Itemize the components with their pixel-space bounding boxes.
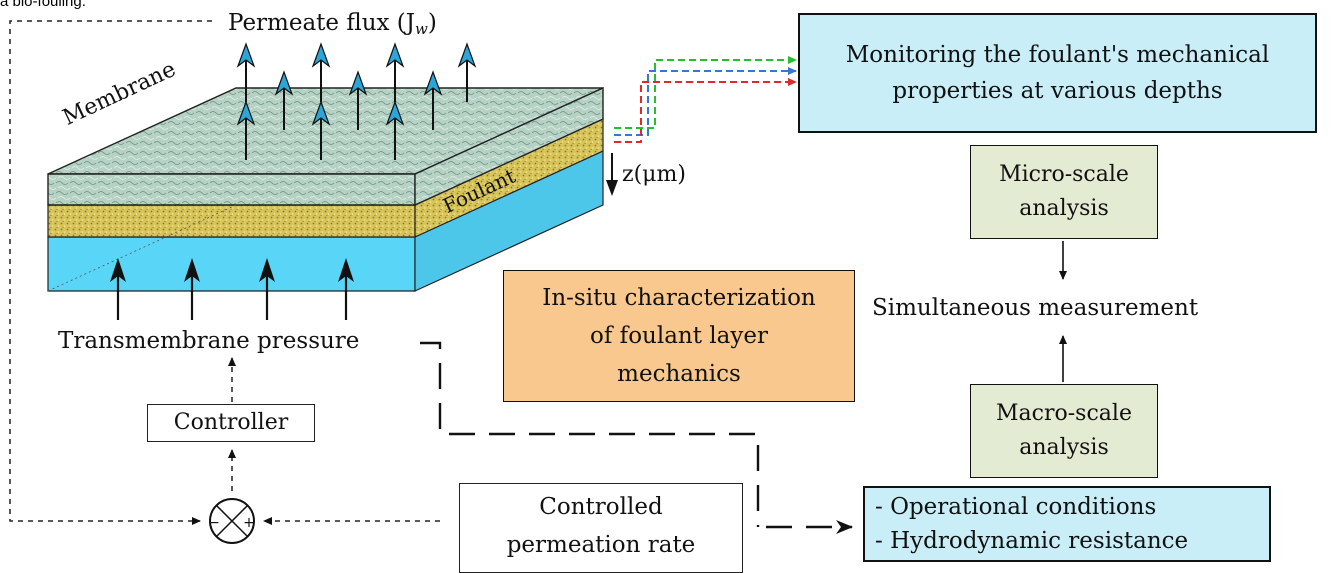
- monitoring-line-2: properties at various depths: [892, 78, 1223, 104]
- controlled-rate-box: Controlled permeation rate: [459, 483, 743, 573]
- macro-scale-line-1: Macro-scale: [996, 401, 1132, 426]
- pressure-arrows: [110, 258, 354, 320]
- macro-scale-line-2: analysis: [1019, 435, 1109, 460]
- controller-label: Controller: [173, 410, 289, 435]
- in-situ-box: In-situ characterization of foulant laye…: [503, 270, 855, 402]
- micro-scale-box: Micro-scale analysis: [970, 145, 1158, 239]
- z-axis-arrow: [606, 153, 618, 196]
- simultaneous-measurement-label: Simultaneous measurement: [872, 295, 1199, 321]
- caption-fragment: a bio-fouling.: [0, 0, 86, 10]
- pressure-to-conditions-line: [420, 341, 853, 534]
- micro-scale-line-2: analysis: [1019, 196, 1109, 221]
- junction-plus-sign: +: [243, 515, 255, 531]
- permeate-flux-arrows: [236, 42, 477, 160]
- foulant-layer-front: [47, 204, 416, 238]
- permeate-flux-text: Permeate flux (J: [228, 10, 415, 36]
- in-situ-line-2: of foulant layer: [590, 323, 768, 349]
- permeate-flux-subscript: w: [414, 20, 428, 38]
- depth-probe-lines: [614, 56, 797, 143]
- membrane-layer-front: [47, 173, 416, 206]
- controlled-rate-line-2: permeation rate: [506, 532, 696, 558]
- membrane-stack: [47, 86, 604, 292]
- macro-scale-box: Macro-scale analysis: [970, 384, 1158, 478]
- z-axis-label: z(μm): [622, 162, 686, 187]
- transmembrane-pressure-label: Transmembrane pressure: [58, 328, 360, 354]
- monitoring-box: Monitoring the foulant's mechanical prop…: [798, 13, 1317, 133]
- permeate-flux-close: ): [427, 10, 437, 36]
- monitoring-line-1: Monitoring the foulant's mechanical: [845, 42, 1270, 68]
- in-situ-line-3: mechanics: [617, 361, 741, 387]
- membrane-layer-side: [414, 86, 604, 207]
- controller-box: Controller: [147, 404, 315, 442]
- conditions-line-1: - Operational conditions: [875, 494, 1157, 520]
- conditions-line-2: - Hydrodynamic resistance: [875, 528, 1189, 554]
- controlled-rate-line-1: Controlled: [539, 494, 663, 520]
- conditions-box: - Operational conditions - Hydrodynamic …: [863, 486, 1271, 562]
- water-layer-front: [47, 236, 416, 292]
- permeate-flux-label: Permeate flux (Jw): [228, 12, 437, 37]
- in-situ-line-1: In-situ characterization: [542, 285, 816, 311]
- feedback-loop: [9, 20, 440, 525]
- micro-scale-line-1: Micro-scale: [999, 162, 1129, 187]
- junction-minus-sign: −: [208, 515, 220, 531]
- summing-junction: − +: [208, 498, 255, 544]
